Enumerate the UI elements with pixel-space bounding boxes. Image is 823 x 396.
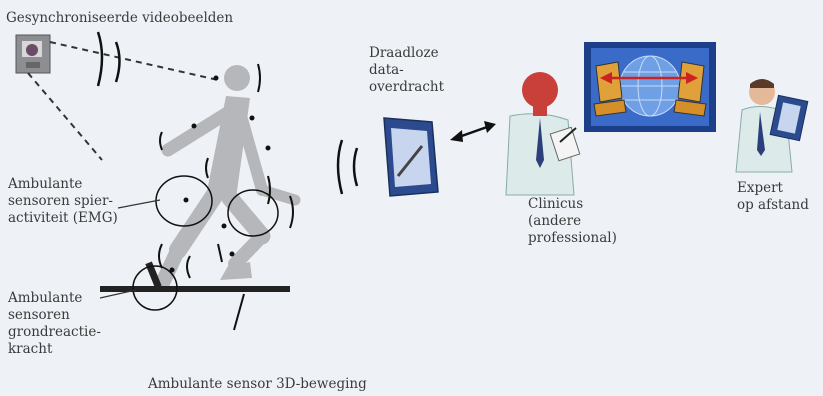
monitor-network-icon — [584, 42, 716, 132]
label-grf: Ambulante sensoren grondreactie- kracht — [8, 290, 101, 358]
label-clinician: Clinicus (andere professional) — [528, 196, 617, 247]
label-emg: Ambulante sensoren spier- activiteit (EM… — [8, 176, 118, 227]
wireless-signal-icon — [338, 140, 357, 194]
label-video: Gesynchroniseerde videobeelden — [6, 10, 233, 27]
ground-force-plate — [100, 261, 290, 292]
camera-signal-icon — [98, 32, 120, 86]
label-expert: Expert op afstand — [737, 180, 809, 214]
camera-icon — [16, 35, 50, 73]
expert-figure — [736, 79, 808, 172]
label-wireless: Draadloze data- overdracht — [369, 45, 444, 96]
label-motion3d: Ambulante sensor 3D-beweging — [148, 376, 367, 393]
walking-figure — [162, 65, 295, 284]
data-transfer-arrow — [450, 121, 496, 142]
tablet-icon — [384, 118, 438, 196]
clinician-figure — [506, 72, 580, 195]
